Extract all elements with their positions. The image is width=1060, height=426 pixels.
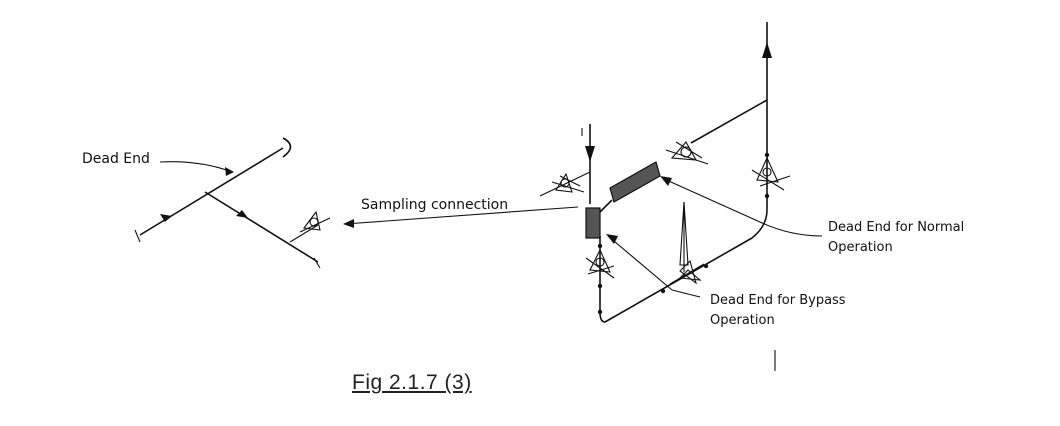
normal-leader-arrowhead [660, 176, 672, 186]
left-valve-icon [585, 243, 615, 289]
right-bypass-sketch [539, 22, 823, 371]
sampling-valve-icon [299, 210, 331, 233]
dead-end-cap [282, 137, 292, 158]
sampling-tap-pipe [539, 171, 591, 197]
inlet-flow-arrow [585, 146, 595, 162]
bypass-leader-tail [671, 289, 701, 298]
sampling-leader-arrowhead [343, 219, 354, 228]
pipe-end-tick-left [134, 229, 141, 243]
bypass-valve-icon [669, 201, 705, 285]
bypass-leader-arrowhead [606, 234, 618, 244]
upper-valve-icon [665, 141, 709, 165]
dead-end-leader-arrowhead [225, 167, 234, 176]
dead-end-leader [159, 161, 233, 173]
left-dead-end-sketch [134, 137, 331, 269]
flow-arrow-branch [236, 210, 248, 218]
pipe-end-tick-branch [313, 257, 321, 269]
label-dead-end-normal-2: Operation [828, 240, 893, 255]
label-dead-end: Dead End [82, 151, 150, 167]
upper-diagonal-pipe [690, 99, 768, 144]
flow-arrow-main [160, 214, 172, 222]
label-dead-end-bypass-1: Dead End for Bypass [710, 293, 846, 308]
dead-end-block-bypass [585, 207, 601, 239]
right-valve-icon [751, 152, 791, 199]
block-connector [599, 199, 613, 213]
lower-header-pipe [604, 237, 753, 323]
bypass-leader-line [607, 235, 673, 291]
normal-leader-line [661, 177, 761, 223]
dead-end-block-normal [609, 161, 661, 203]
figure-caption: Fig 2.1.7 (3) [352, 371, 472, 394]
label-dead-end-bypass-2: Operation [710, 313, 775, 328]
label-sampling-connection: Sampling connection [361, 197, 509, 213]
inlet-sampling-valve-icon [551, 172, 585, 193]
outlet-flow-arrow [762, 42, 772, 58]
normal-leader-tail [759, 221, 823, 237]
right-elbow [751, 209, 768, 239]
sampling-branch-pipe [289, 224, 319, 243]
main-pipe-left [139, 147, 284, 236]
sampling-connection-leader [344, 206, 579, 225]
label-dead-end-normal-1: Dead End for Normal [828, 220, 965, 235]
branch-pipe [204, 191, 319, 263]
